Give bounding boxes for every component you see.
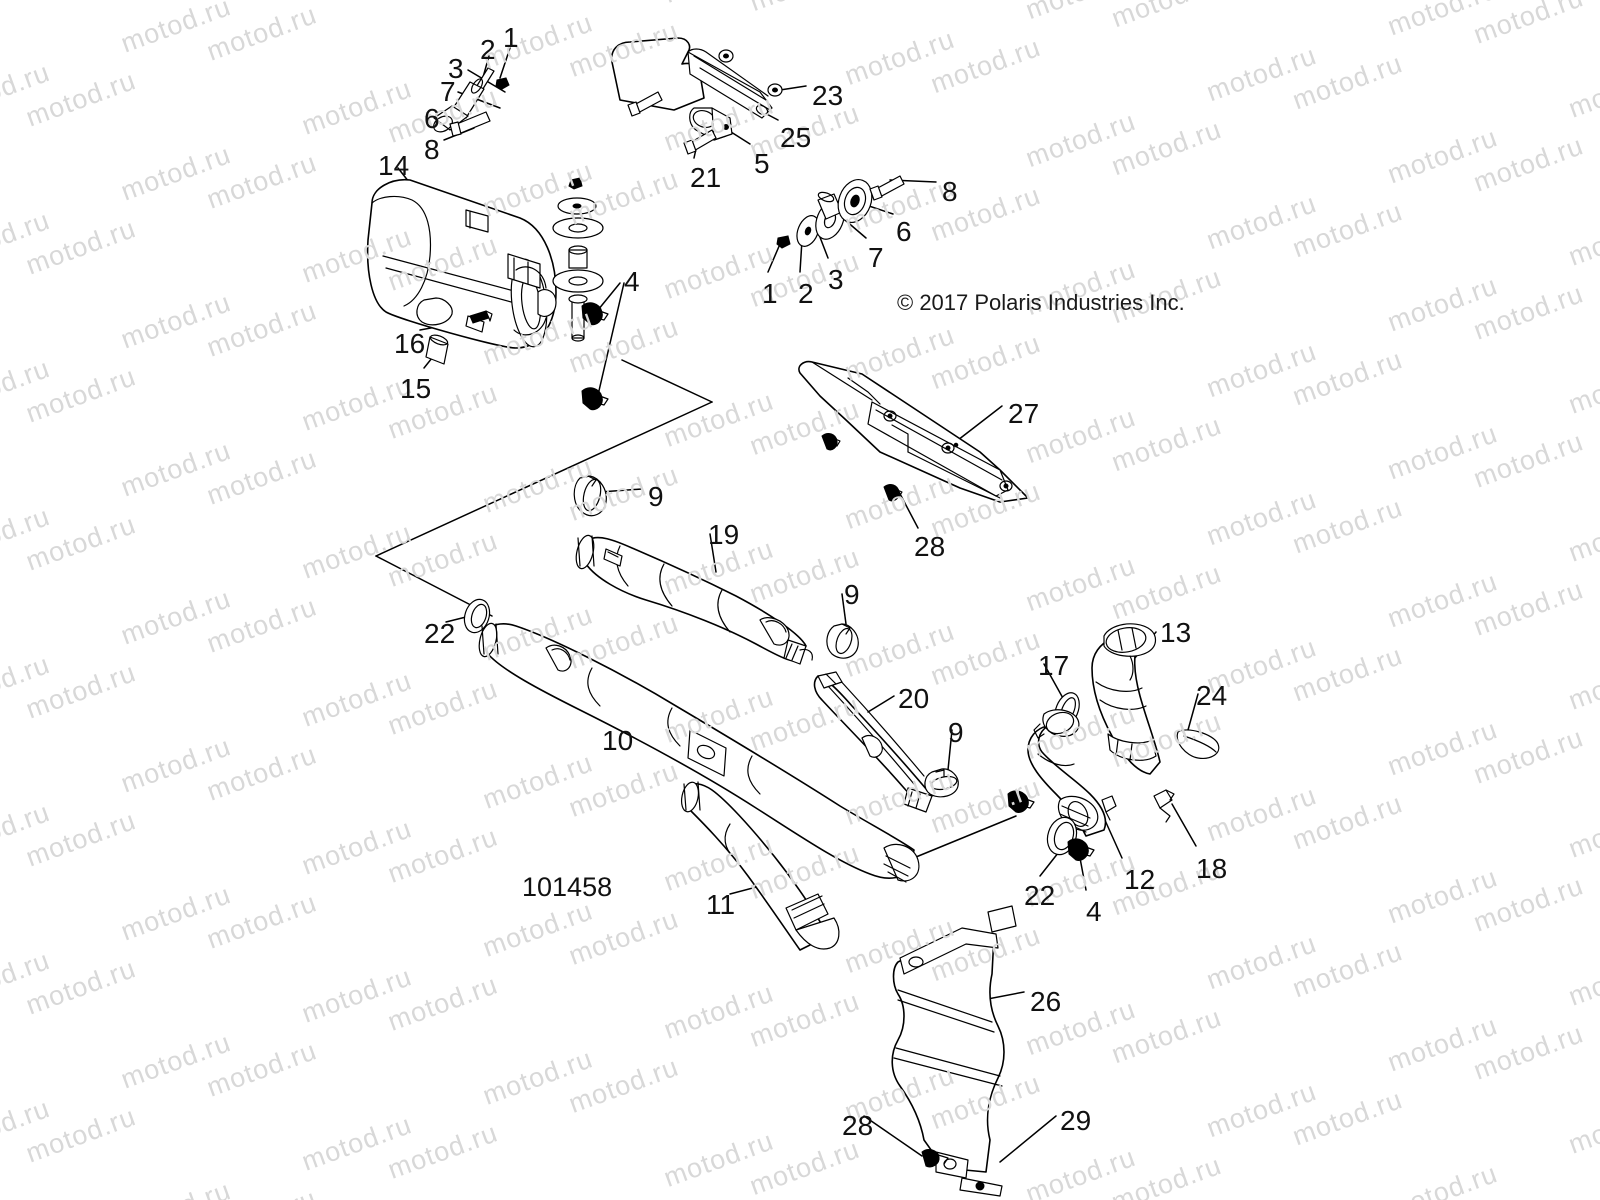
callout-heat-shield-upper: 27	[1008, 398, 1040, 429]
callout-screw-oxygen-sensor: 18	[1196, 853, 1228, 884]
callout-pipe-exhaust-lower: 11	[706, 889, 736, 920]
part-clip-muffler	[469, 310, 493, 324]
callout-isolator-right-stack: 6	[896, 216, 912, 247]
part-clamp-band	[1176, 729, 1220, 759]
part-muffler-silencer	[366, 178, 557, 349]
callout-muffler-silencer: 14	[378, 150, 410, 181]
callout-nut-right-stack: 1	[762, 278, 778, 309]
part-hardware-right-stack	[776, 175, 905, 249]
callout-gasket-exhaust-a: 22	[424, 618, 456, 649]
callout-heat-shield-lower: 26	[1030, 986, 1062, 1017]
part-pipe-exhaust-lower	[680, 781, 840, 951]
part-heat-shield-pipe	[813, 671, 933, 813]
part-clamp-exhaust-c	[924, 768, 959, 798]
callout-nut-heatshield: 23	[812, 80, 844, 111]
callout-gasket-header: 17	[1038, 650, 1070, 681]
part-heat-shield-lower	[891, 905, 1017, 1197]
part-pipe-exhaust-main	[478, 622, 920, 883]
callout-pipe-exhaust-rear: 12	[1124, 864, 1156, 895]
callout-pin-upper-left: 2	[480, 34, 496, 65]
part-screw-small-rear	[1101, 795, 1117, 821]
part-heatshield-bracket-group	[610, 37, 783, 155]
part-heat-shield-upper	[798, 360, 1029, 503]
callout-screw-heatshield-lower: 28	[842, 1110, 874, 1141]
callout-grommet-muffler: 15	[400, 373, 432, 404]
callout-bracket-lower-shield: 29	[1060, 1105, 1092, 1136]
callout-isolator-upper-left: 6	[424, 103, 440, 134]
part-washer-stack-center	[552, 177, 604, 342]
copyright-notice: © 2017 Polaris Industries Inc.	[897, 290, 1185, 315]
callout-bolt-right-stack: 8	[942, 176, 958, 207]
callout-bushing-upper-left: 7	[440, 76, 456, 107]
callout-pipe-exhaust-mid: 19	[708, 519, 740, 550]
callout-spacer-right-stack: 3	[828, 264, 844, 295]
callout-washer-right-stack: 2	[798, 278, 814, 309]
callout-bracket-heatshield: 25	[780, 122, 812, 153]
callout-clamp-exhaust-c: 9	[948, 717, 964, 748]
callout-clamp-exhaust-b: 9	[844, 579, 860, 610]
part-screw-oxygen-sensor	[1153, 789, 1175, 823]
callout-mount-bracket: 5	[754, 148, 770, 179]
part-push-rivets	[581, 302, 609, 411]
part-push-rivets-rear	[1007, 790, 1095, 861]
part-clamp-exhaust-a	[573, 475, 607, 517]
callout-pipe-exhaust-main: 10	[602, 725, 634, 756]
part-clamp-exhaust-b	[826, 623, 859, 659]
part-grommet-muffler	[425, 334, 449, 365]
part-pipe-exhaust-rear	[1027, 709, 1107, 837]
callout-header-pipe-front: 13	[1160, 617, 1192, 648]
part-pipe-exhaust-mid	[575, 534, 813, 665]
callout-clamp-exhaust-a: 9	[648, 481, 664, 512]
part-screw-heatshield-lower	[921, 1149, 949, 1168]
part-hardware-upper-left	[433, 67, 510, 137]
callout-heat-shield-pipe: 20	[898, 683, 930, 714]
callout-bolt-mount-bracket: 21	[690, 162, 722, 193]
callout-rivet-push-rear: 4	[1086, 896, 1102, 927]
part-header-pipe-front	[1091, 623, 1161, 775]
diagram-part-number: 101458	[522, 872, 613, 902]
part-gasket-exhaust-a	[463, 598, 491, 634]
callout-nut-small-upper-left: 1	[503, 22, 519, 53]
callout-clamp-band: 24	[1196, 680, 1228, 711]
callout-bushing-right-stack: 7	[868, 242, 884, 273]
callout-bolt-upper-left: 8	[424, 134, 440, 165]
callout-clip-muffler: 16	[394, 328, 426, 359]
callout-screw-heatshield-upper: 28	[914, 531, 946, 562]
callout-gasket-exhaust-b: 22	[1024, 880, 1056, 911]
callout-rivet-push: 4	[624, 266, 640, 297]
callout-spacer-upper-left: 3	[448, 53, 464, 84]
